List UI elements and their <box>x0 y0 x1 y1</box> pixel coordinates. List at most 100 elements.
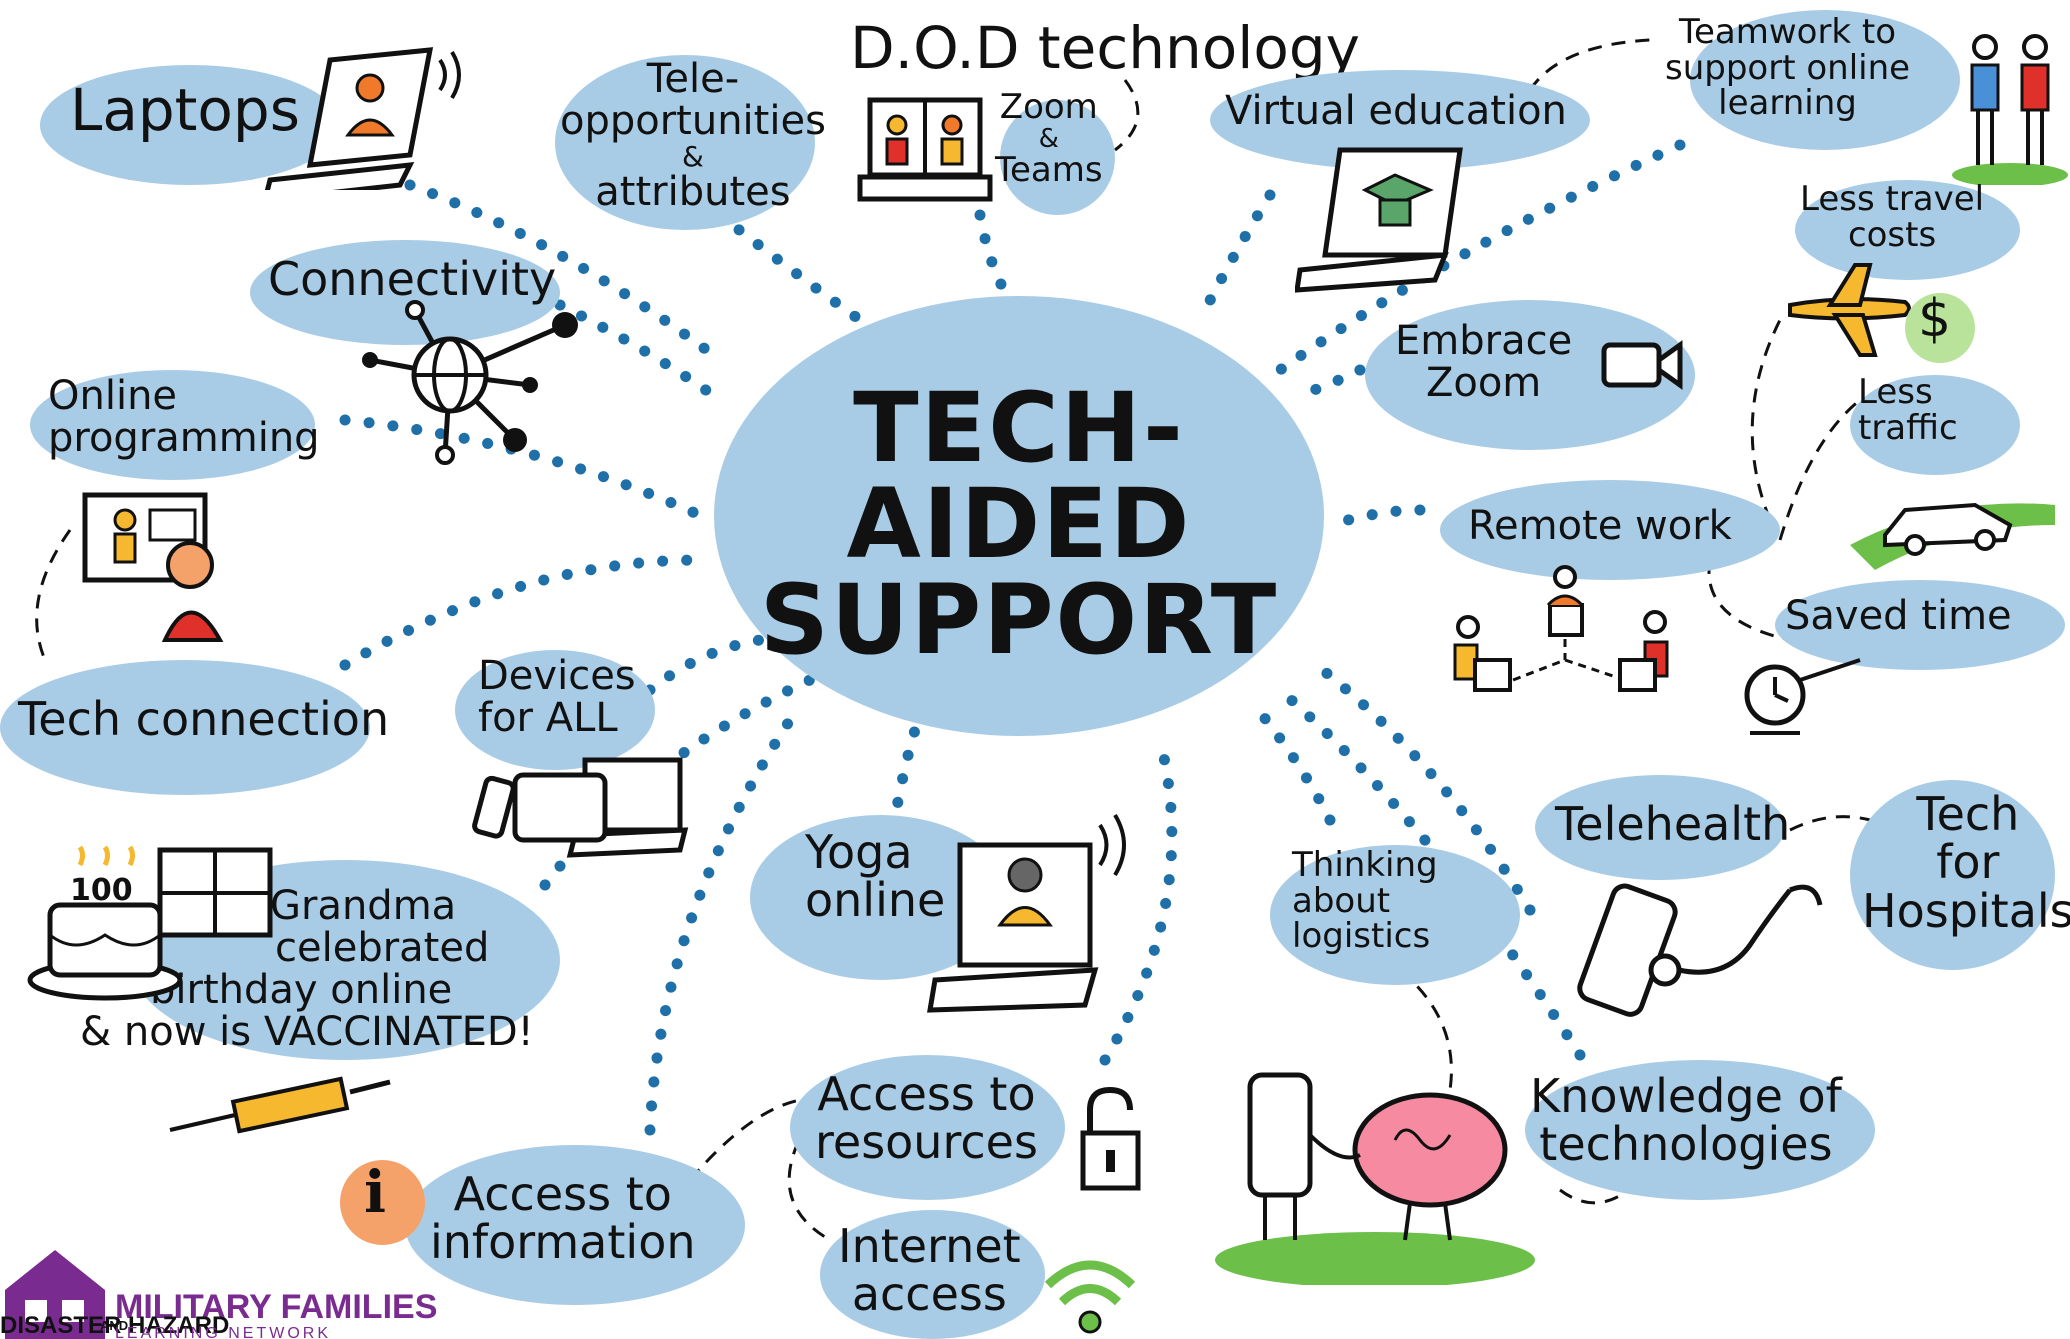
tele-line-4: attributes <box>595 169 791 216</box>
center-title: TECH- AIDED SUPPORT <box>714 380 1324 668</box>
devices-line-2: for ALL <box>478 695 618 741</box>
connectivity-label: Connectivity <box>268 252 557 306</box>
less-traffic-label: Less traffic <box>1858 372 1958 448</box>
airplane-icon <box>1788 263 1911 357</box>
info-badge <box>340 1160 425 1245</box>
video-camera-icon <box>1601 340 1683 390</box>
less-traffic-line-1: Less <box>1858 372 1933 412</box>
less-traffic-line-2: traffic <box>1858 407 1958 448</box>
dollar-badge <box>1905 293 1975 363</box>
unlocked-padlock-icon <box>1080 1086 1141 1191</box>
embrace-line: Embrace <box>1395 318 1573 364</box>
access-information-blob <box>405 1145 745 1305</box>
access-information-line-2: information <box>430 1215 696 1270</box>
center-line-3: SUPPORT <box>759 564 1279 676</box>
thinking-line-3: logistics <box>1292 916 1431 957</box>
connector-dod <box>974 209 1016 306</box>
online-programming-label: Online programming <box>48 375 320 459</box>
devices-blob <box>455 650 655 770</box>
connector-programming <box>339 414 716 526</box>
embrace-zoom-label: Embrace Zoom <box>1395 320 1572 404</box>
syringe-icon <box>169 1076 391 1134</box>
dash-travel <box>1750 319 1782 521</box>
tech-hospitals-line-2: for <box>1936 835 2000 890</box>
tech-hospitals-line-1: Tech <box>1916 787 2020 841</box>
connector-grandma <box>539 674 816 891</box>
access-information-line-1: Access to <box>453 1167 672 1221</box>
logo-right-word: HAZARD <box>128 1312 230 1339</box>
online-programming-line-1: Online <box>48 373 178 419</box>
dash-thinking <box>1399 968 1453 1091</box>
tech-connection-blob <box>0 660 370 795</box>
yoga-line-1: Yoga <box>805 825 913 879</box>
grandma-line-2: celebrated <box>275 925 490 971</box>
thinking-blob <box>1270 845 1520 985</box>
yoga-line-2: online <box>805 873 946 928</box>
graduation-laptop-icon <box>1295 147 1463 293</box>
dash-teamwork <box>1528 38 1651 91</box>
connector-techconn <box>339 554 706 671</box>
laptop-video-icon <box>264 47 461 190</box>
center-hub <box>714 296 1324 736</box>
yoga-label: Yoga online <box>805 828 945 925</box>
phone-brain-icon <box>1215 1072 1535 1285</box>
connector-virtual <box>1194 189 1276 326</box>
wifi-icon <box>1044 1260 1136 1334</box>
laptops-label: Laptops <box>70 76 300 144</box>
tech-hospitals-blob <box>1850 780 2055 970</box>
less-travel-blob <box>1795 180 2020 280</box>
connector-thinking <box>1244 694 1336 826</box>
laptops-blob <box>40 65 340 185</box>
teams-line: Teams <box>995 149 1103 190</box>
devices-label: Devices for ALL <box>478 655 636 739</box>
access-resources-label: Access to resources <box>815 1070 1038 1167</box>
internet-access-line-2: access <box>851 1267 1007 1322</box>
devices-icon <box>472 757 689 858</box>
stopwatch-icon <box>1744 658 1861 735</box>
remote-work-blob <box>1440 480 1780 580</box>
internet-access-blob <box>820 1210 1045 1339</box>
access-resources-line-2: resources <box>815 1115 1038 1170</box>
logo-left-word: DISASTER <box>0 1312 122 1339</box>
connector-connectivity <box>554 299 726 406</box>
grandma-line-1: Grandma <box>270 883 457 929</box>
zoom-teams-blob <box>1000 100 1115 215</box>
dash-saved <box>1707 559 1791 642</box>
dash-telehealth <box>1789 815 1871 832</box>
connector-teamwork <box>1274 139 1686 376</box>
yoga-laptop-icon <box>927 813 1126 1013</box>
saved-time-blob <box>1775 580 2065 670</box>
devices-line-1: Devices <box>478 653 636 699</box>
zoom-line: Zoom <box>999 87 1098 127</box>
dash-info-res <box>688 1098 801 1181</box>
knowledge-blob <box>1525 1060 1875 1200</box>
tech-hospitals-line-3: Hospitals <box>1862 883 2070 938</box>
access-resources-line-1: Access to <box>817 1067 1036 1121</box>
remote-work-label: Remote work <box>1468 503 1732 549</box>
cake-number: 100 <box>70 873 133 908</box>
teamwork-blob <box>1690 10 1960 150</box>
online-programming-line-2: programming <box>48 415 320 461</box>
birthday-cake-icon: 100 <box>27 845 273 1001</box>
less-travel-line-1: Less travel <box>1800 179 1985 219</box>
internet-access-line-1: Internet <box>838 1219 1021 1273</box>
dash-res-internet <box>787 1119 831 1242</box>
access-information-label: Access to information <box>430 1170 696 1267</box>
network-globe-icon <box>362 300 578 465</box>
phone-stethoscope-icon <box>1577 883 1823 1017</box>
tele-blob <box>555 55 815 230</box>
grandma-label: Grandma celebrated birthday online & now… <box>80 885 534 1053</box>
teamwork-line-2: support online <box>1665 47 1911 88</box>
saved-time-label: Saved time <box>1785 593 2012 639</box>
teamwork-line-3: learning <box>1718 83 1857 124</box>
dod-label: D.O.D technology <box>850 14 1360 82</box>
virtual-education-label: Virtual education <box>1225 88 1567 134</box>
tele-label: Tele- opportunities & attributes <box>560 58 826 213</box>
teamwork-label: Teamwork to support online learning <box>1665 12 1911 124</box>
logo-name: MILITARY FAMILIES <box>115 1288 438 1326</box>
connector-telehealth <box>1304 654 1536 916</box>
logo-sub: LEARNING NETWORK <box>115 1325 332 1339</box>
connectivity-blob <box>250 240 560 345</box>
teamwork-line-1: Teamwork to <box>1678 12 1897 52</box>
